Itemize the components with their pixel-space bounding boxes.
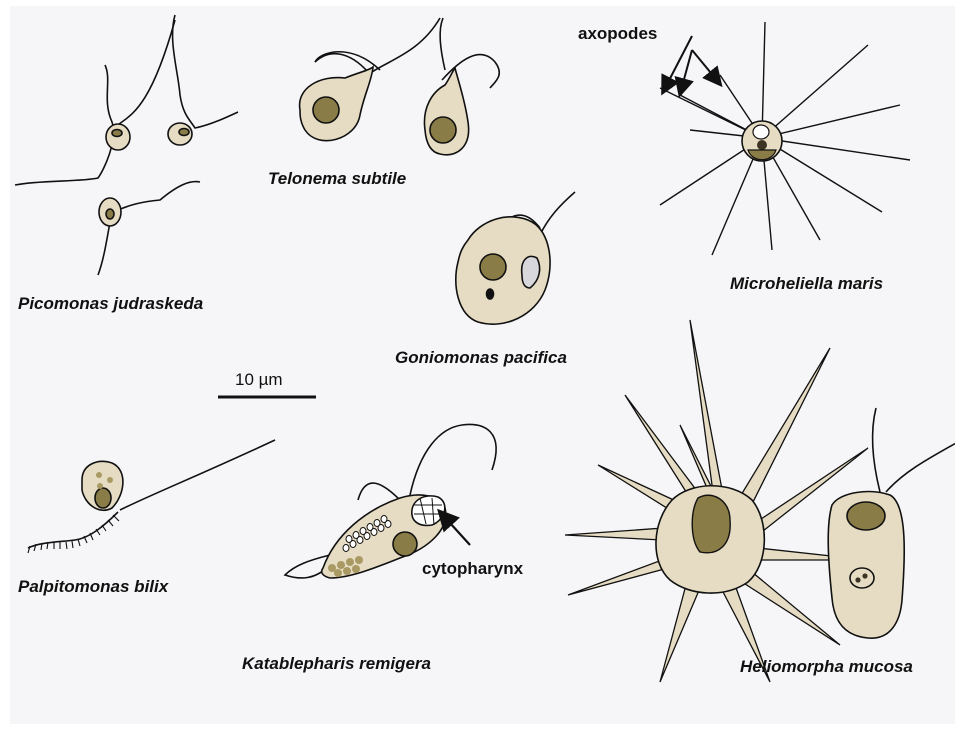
species-label-microheliella: Microheliella maris [730,274,883,294]
heliomorpha-sun-cell [565,320,868,682]
telonema-cells [300,18,500,155]
goniomonas-cell [456,192,575,324]
annotation-cytopharynx: cytopharynx [422,559,523,579]
annotation-axopodes: axopodes [578,24,657,44]
figure-panel: Picomonas judraskeda Telonema subtile Mi… [10,6,955,724]
species-label-katablepharis: Katablepharis remigera [242,654,431,674]
species-label-heliomorpha: Heliomorpha mucosa [740,657,913,677]
species-label-palpitomonas: Palpitomonas bilix [18,577,168,597]
species-label-goniomonas: Goniomonas pacifica [395,348,567,368]
katablepharis-cell [285,425,496,578]
microheliella-cell [660,22,910,255]
heliomorpha-flagellate-cell [828,408,955,638]
species-label-telonema: Telonema subtile [268,169,406,189]
species-label-picomonas: Picomonas judraskeda [18,294,203,314]
palpitomonas-cell [28,440,275,553]
picomonas-cells [15,15,238,275]
scale-bar-label: 10 µm [235,370,283,390]
